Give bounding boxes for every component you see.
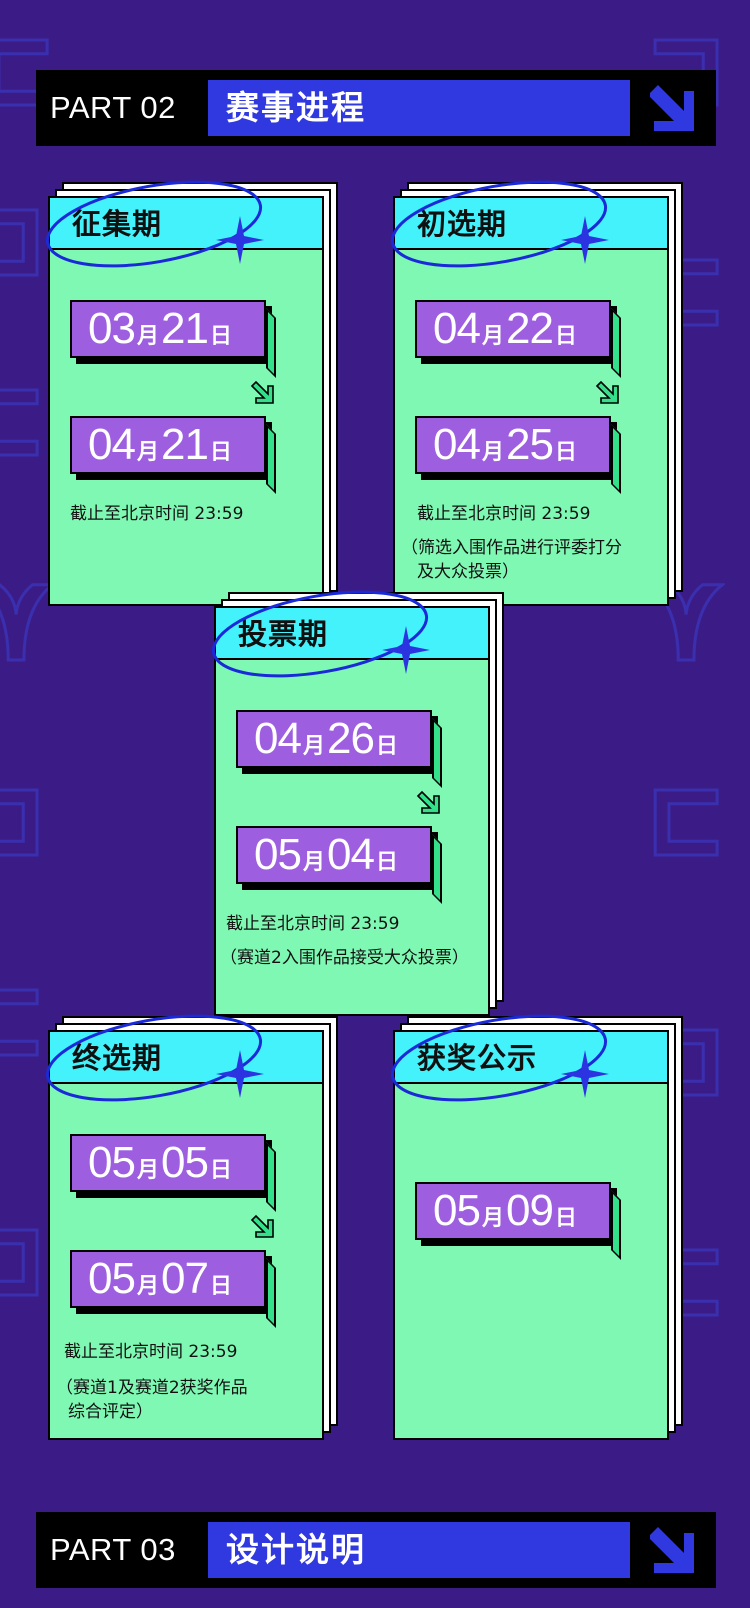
stage-note: （赛道1及赛道2获奖作品 [56, 1378, 248, 1398]
arrow-down-right-icon [595, 380, 619, 404]
card-face: 终选期 05月05日 05月07日 截止至北京时间 23:59 （赛道1及赛道2… [45, 1014, 324, 1440]
bg-decor: ⊐ [0, 750, 44, 889]
part03-title-box: 设计说明 [208, 1522, 630, 1578]
card-header: 初选期 [395, 198, 667, 250]
stage-card-award: 获奖公示 05月09日 [390, 1014, 683, 1440]
sparkle-icon [561, 1050, 609, 1098]
sparkle-icon [216, 1050, 264, 1098]
stage-title: 投票期 [238, 617, 329, 651]
stage-note: 及大众投票） [417, 562, 519, 582]
part02-title-box: 赛事进程 [208, 80, 630, 136]
stage-title: 获奖公示 [417, 1041, 538, 1075]
start-date: 05月05日 [70, 1134, 276, 1212]
deadline-note: 截止至北京时间 23:59 [70, 504, 244, 524]
arrow-down-right-icon [250, 380, 274, 404]
end-date: 05月04日 [236, 826, 442, 904]
card-face: 获奖公示 05月09日 [390, 1014, 669, 1440]
bg-decor: ⋎ [0, 550, 54, 689]
card-face: 投票期 04月26日 05月04日 截止至北京时间 23:59 （赛道2入围作品… [211, 590, 490, 1016]
bg-decor: ⊐ [0, 170, 44, 309]
arrow-down-right-icon [416, 790, 440, 814]
bg-decor: ⊏ [0, 950, 44, 1089]
stage-card-vote: 投票期 04月26日 05月04日 截止至北京时间 23:59 （赛道2入围作品… [211, 590, 504, 1016]
card-header: 终选期 [50, 1032, 322, 1084]
sparkle-icon [382, 626, 430, 674]
stage-note: （赛道2入围作品接受大众投票） [220, 948, 469, 968]
sparkle-icon [216, 216, 264, 264]
part02-label: PART 02 [50, 90, 176, 125]
deadline-note: 截止至北京时间 23:59 [226, 914, 400, 934]
stage-note: 综合评定） [68, 1402, 153, 1422]
part02-title: 赛事进程 [226, 88, 366, 127]
end-date: 05月07日 [70, 1250, 276, 1328]
deadline-note: 截止至北京时间 23:59 [64, 1342, 238, 1362]
arrow-down-right-icon [250, 1214, 274, 1238]
part02-header: PART 02 赛事进程 [36, 70, 716, 146]
card-face: 征集期 03月21日 04月21日 截止至北京时间 23:59 [45, 180, 324, 606]
arrow-down-right-icon [650, 1527, 694, 1573]
part03-label: PART 03 [50, 1532, 176, 1567]
arrow-down-right-icon [650, 85, 694, 131]
card-header: 投票期 [216, 608, 488, 660]
stage-title: 征集期 [72, 207, 163, 241]
bg-decor: ⊐ [0, 1190, 44, 1329]
deadline-note: 截止至北京时间 23:59 [417, 504, 591, 524]
card-header: 征集期 [50, 198, 322, 250]
stage-card-prelim: 初选期 04月22日 04月25日 截止至北京时间 23:59 （筛选入围作品进… [390, 180, 683, 606]
part03-header: PART 03 设计说明 [36, 1512, 716, 1588]
stage-title: 初选期 [417, 207, 508, 241]
card-header: 获奖公示 [395, 1032, 667, 1084]
bg-decor: ⊏ [0, 350, 44, 489]
stage-note: （筛选入围作品进行评委打分 [401, 538, 622, 558]
part03-title: 设计说明 [226, 1530, 366, 1569]
card-face: 初选期 04月22日 04月25日 截止至北京时间 23:59 （筛选入围作品进… [390, 180, 669, 606]
start-date: 04月26日 [236, 710, 442, 788]
stage-title: 终选期 [72, 1041, 163, 1075]
bg-decor: ⊏ [648, 750, 723, 889]
stage-card-final: 终选期 05月05日 05月07日 截止至北京时间 23:59 （赛道1及赛道2… [45, 1014, 338, 1440]
stage-card-collect: 征集期 03月21日 04月21日 截止至北京时间 23:59 [45, 180, 338, 606]
start-date: 04月22日 [415, 300, 621, 378]
end-date: 04月25日 [415, 416, 621, 494]
start-date: 03月21日 [70, 300, 276, 378]
announce-date: 05月09日 [415, 1182, 621, 1260]
end-date: 04月21日 [70, 416, 276, 494]
sparkle-icon [561, 216, 609, 264]
